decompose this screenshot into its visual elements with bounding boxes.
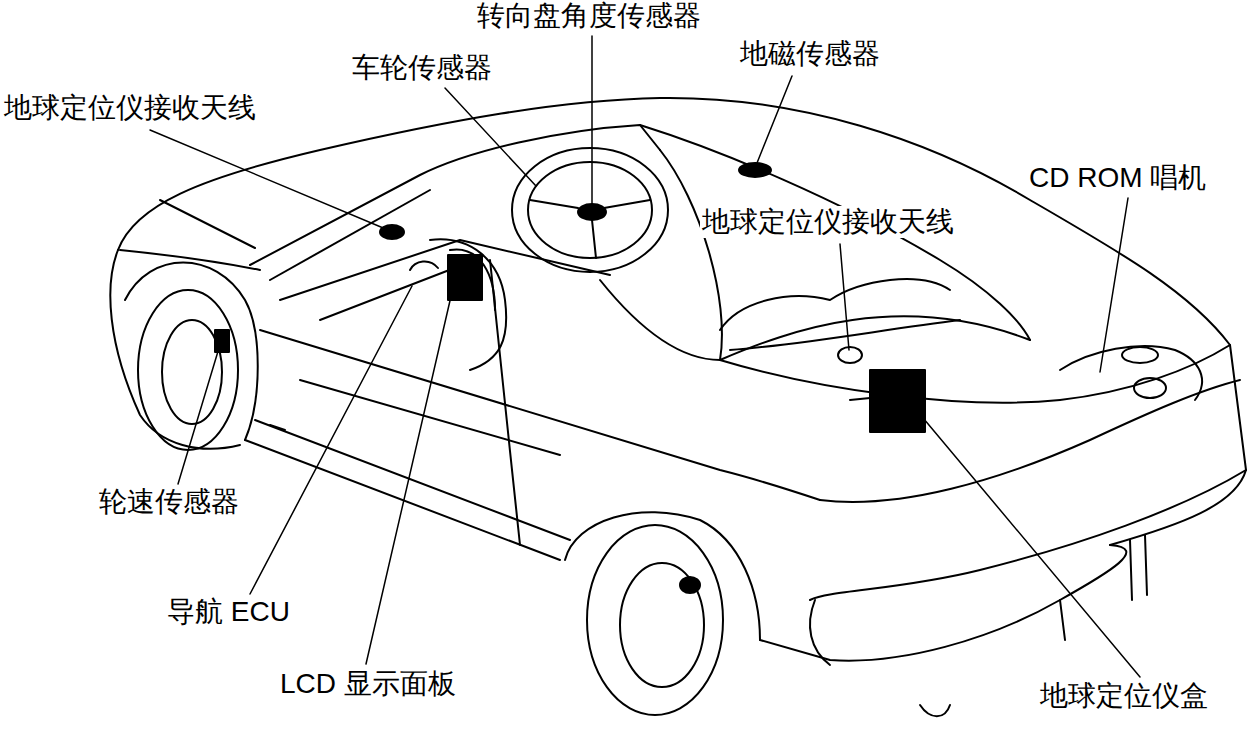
leader-line bbox=[445, 88, 536, 186]
part-label: 轮速传感器 bbox=[97, 486, 241, 518]
part-label: 地球定位仪盒 bbox=[1038, 680, 1210, 712]
leader-line bbox=[178, 348, 219, 484]
leader-lines bbox=[150, 36, 1140, 677]
part-label: 转向盘角度传感器 bbox=[475, 0, 703, 32]
leader-line bbox=[366, 292, 452, 664]
part-label: 地球定位仪接收天线 bbox=[2, 92, 258, 124]
leader-line bbox=[840, 244, 849, 350]
part-label: 导航 ECU bbox=[165, 596, 292, 628]
leader-line bbox=[1100, 198, 1128, 372]
leader-line bbox=[757, 76, 792, 163]
part-label: LCD 显示面板 bbox=[278, 668, 458, 700]
part-label: 地磁传感器 bbox=[738, 38, 882, 70]
part-label: CD ROM 唱机 bbox=[1027, 162, 1208, 194]
leader-line bbox=[908, 400, 1140, 677]
part-label: 车轮传感器 bbox=[350, 52, 494, 84]
leader-line bbox=[250, 286, 412, 594]
car-body bbox=[110, 98, 1246, 716]
leader-line bbox=[150, 130, 388, 230]
part-label: 地球定位仪接收天线 bbox=[700, 206, 956, 238]
leader-line bbox=[591, 36, 593, 204]
